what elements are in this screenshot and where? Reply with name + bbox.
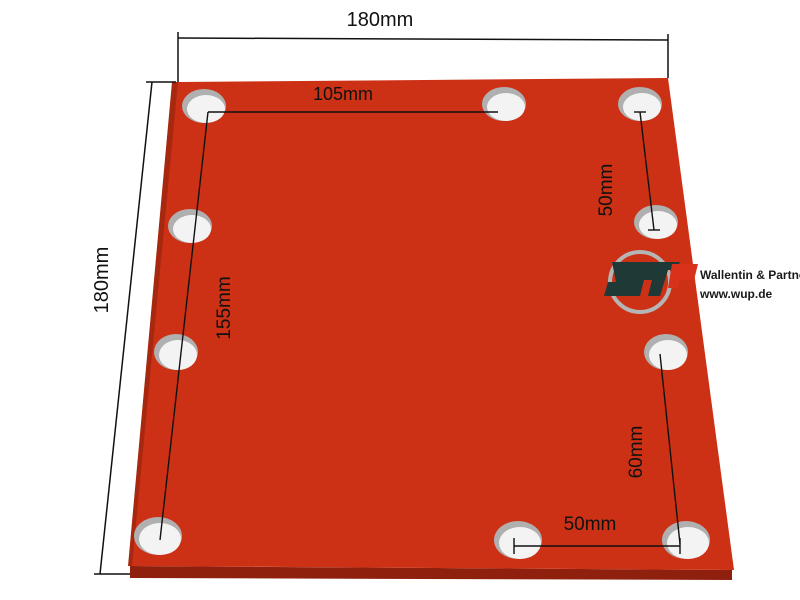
outer-dimension-lines (94, 32, 669, 575)
logo-w-shape (604, 262, 680, 296)
bottom-hole-spacing-label: 50mm (564, 514, 617, 535)
hole (649, 340, 687, 370)
hole (639, 211, 677, 239)
plate-side-edge (130, 566, 732, 580)
top-hole-spacing-label: 105mm (313, 84, 373, 104)
mounting-holes (134, 87, 710, 559)
left-height-label: 180mm (91, 247, 113, 314)
right-lower-spacing-label: 60mm (626, 426, 647, 479)
hole (187, 95, 225, 123)
hole (487, 93, 525, 121)
hole-spacing-lines (159, 111, 681, 554)
hole (623, 93, 661, 121)
plate (132, 78, 734, 570)
hole (667, 527, 709, 559)
brand-logo (604, 250, 698, 314)
right-upper-spacing-label: 50mm (596, 164, 617, 217)
brand-name: Wallentin & Partner (700, 268, 800, 282)
hole (499, 527, 541, 559)
logo-p-shape (668, 264, 698, 288)
hole (173, 215, 211, 243)
top-width-label: 180mm (347, 9, 414, 31)
brand-url: www.wup.de (700, 287, 773, 301)
hole (159, 340, 197, 370)
left-hole-spacing-label: 155mm (214, 276, 235, 339)
